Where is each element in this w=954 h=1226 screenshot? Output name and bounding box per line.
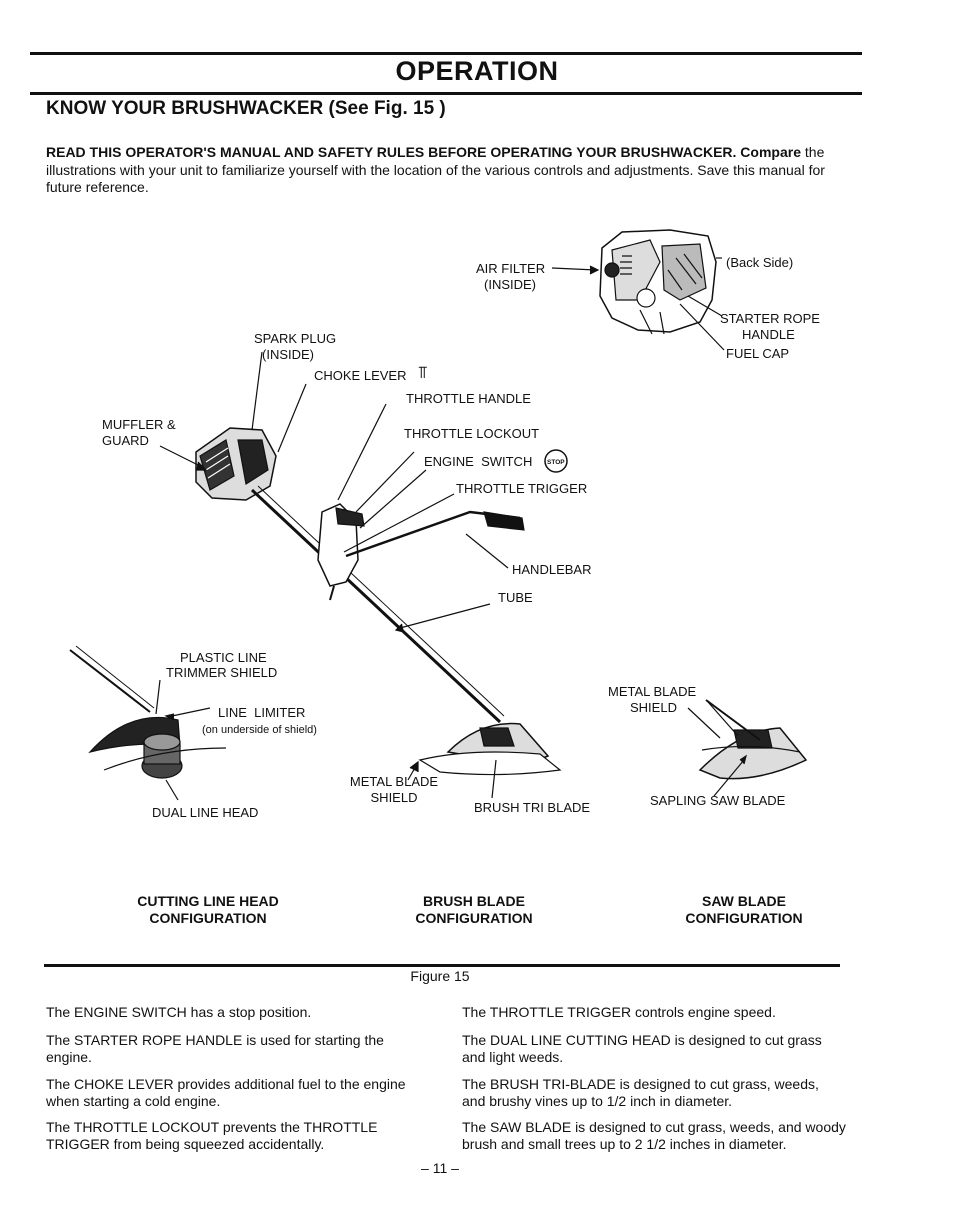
intro-paragraph: READ THIS OPERATOR'S MANUAL AND SAFETY R… (46, 144, 846, 197)
label-line-limiter-note: (on underside of shield) (202, 724, 317, 736)
config-brush-blade-line1: BRUSH BLADE (423, 893, 525, 909)
title-underline-rule (30, 92, 862, 95)
label-starter-rope-handle: HANDLE (742, 327, 795, 342)
sapling-saw-blade-illustration (687, 699, 808, 797)
label-fuel-cap: FUEL CAP (726, 346, 790, 361)
config-saw-blade: SAW BLADE CONFIGURATION (654, 893, 834, 927)
label-starter-rope: STARTER ROPE (720, 311, 820, 326)
label-throttle-handle: THROTTLE HANDLE (406, 391, 531, 406)
label-muffler: MUFFLER & (102, 417, 176, 432)
config-brush-blade: BRUSH BLADE CONFIGURATION (384, 893, 564, 927)
desc-right-4: The SAW BLADE is designed to cut grass, … (462, 1119, 846, 1152)
engine-back-view (599, 229, 717, 335)
label-throttle-trigger: THROTTLE TRIGGER (456, 481, 588, 496)
stop-symbol-icon: STOP (547, 459, 565, 466)
label-spark-plug: SPARK PLUG (254, 331, 337, 346)
label-metal-blade-shield-1: METAL BLADE SHIELD (344, 774, 444, 806)
label-plastic-line: PLASTIC LINE (180, 650, 267, 665)
label-tube: TUBE (498, 590, 533, 605)
label-air-filter-inside: (INSIDE) (484, 277, 536, 292)
label-back-side: (Back Side) (726, 255, 794, 270)
label-guard: GUARD (102, 433, 149, 448)
desc-right-2: The DUAL LINE CUTTING HEAD is designed t… (462, 1032, 822, 1065)
config-cutting-line-head: CUTTING LINE HEAD CONFIGURATION (118, 893, 298, 927)
brush-tri-blade-illustration (407, 722, 562, 799)
figure-bottom-rule (44, 964, 840, 967)
intro-bold: READ THIS OPERATOR'S MANUAL AND SAFETY R… (46, 144, 801, 160)
label-metal-blade-shield-2b: SHIELD (630, 700, 677, 715)
config-saw-blade-line2: CONFIGURATION (685, 910, 803, 926)
label-choke-lever: CHOKE LEVER (314, 368, 407, 383)
label-trimmer-shield: TRIMMER SHIELD (166, 665, 278, 680)
section-title: OPERATION (395, 56, 559, 86)
label-handlebar: HANDLEBAR (512, 562, 592, 577)
label-metal-blade-shield-1-line1: METAL BLADE (349, 774, 439, 789)
top-rule (30, 52, 862, 55)
page-number: – 11 – (421, 1160, 459, 1176)
label-sapling-saw-blade: SAPLING SAW BLADE (650, 793, 786, 808)
config-brush-blade-line2: CONFIGURATION (415, 910, 533, 926)
label-spark-plug-inside: (INSIDE) (262, 347, 314, 362)
label-dual-line-head: DUAL LINE HEAD (152, 805, 259, 820)
label-engine-switch: ENGINE SWITCH (424, 454, 533, 469)
desc-left-1: The ENGINE SWITCH has a stop position. (46, 1004, 312, 1020)
label-line-limiter: LINE LIMITER (218, 705, 306, 720)
figure-caption: Figure 15 (410, 968, 470, 984)
label-metal-blade-shield-1-line2: SHIELD (370, 790, 418, 805)
config-cutting-line-head-line2: CONFIGURATION (149, 910, 267, 926)
label-metal-blade-shield-2: METAL BLADE (608, 684, 697, 699)
desc-right-1: The THROTTLE TRIGGER controls engine spe… (462, 1004, 776, 1020)
desc-right-3: The BRUSH TRI-BLADE is designed to cut g… (462, 1076, 819, 1109)
config-saw-blade-line1: SAW BLADE (702, 893, 786, 909)
choke-symbol-icon: ⫪ (418, 363, 428, 382)
desc-left-2: The STARTER ROPE HANDLE is used for star… (46, 1032, 384, 1065)
subsection-title: KNOW YOUR BRUSHWACKER (See Fig. 15 ) (46, 98, 446, 119)
label-throttle-lockout: THROTTLE LOCKOUT (404, 426, 540, 441)
label-air-filter: AIR FILTER (476, 261, 546, 276)
config-cutting-line-head-line1: CUTTING LINE HEAD (137, 893, 279, 909)
engine-body (195, 427, 277, 501)
desc-left-4: The THROTTLE LOCKOUT prevents the THROTT… (46, 1119, 378, 1152)
dual-line-head-illustration (69, 645, 227, 801)
label-brush-tri-blade: BRUSH TRI BLADE (474, 800, 591, 815)
desc-left-3: The CHOKE LEVER provides additional fuel… (46, 1076, 406, 1109)
intro-rest: the illustrations with your unit to fami… (46, 144, 825, 195)
